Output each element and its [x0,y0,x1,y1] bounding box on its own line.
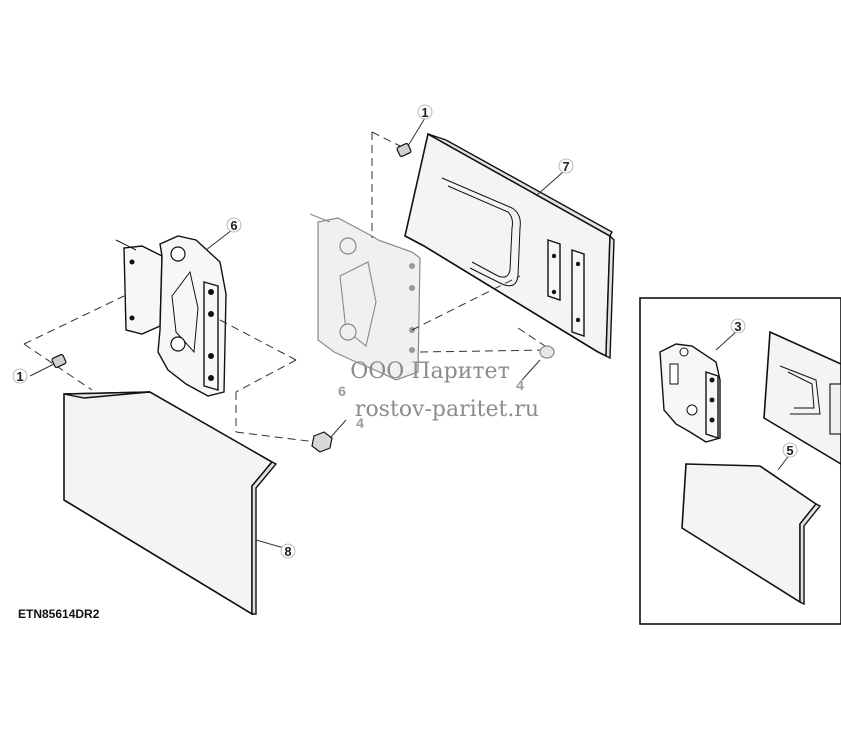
svg-text:5: 5 [786,443,793,458]
svg-text:1: 1 [16,369,23,384]
svg-text:4: 4 [356,415,364,431]
callout-1-left: 1 [12,368,28,384]
watermark: ООО Паритет rostov-paritet.ru [350,359,539,422]
svg-text:4: 4 [516,377,524,393]
washer-part-4-right [539,345,555,359]
callout-3-inset: 3 [730,318,746,334]
svg-text:6: 6 [230,218,237,233]
nut-part-1-top [396,142,412,158]
nut-part-4-center [311,431,333,453]
callout-4-right: 4 [516,377,524,393]
center-alignment-lines [371,131,549,353]
svg-text:7: 7 [562,159,569,174]
inset-detail-panel [639,297,841,625]
svg-text:6: 6 [338,383,346,399]
svg-text:1: 1 [421,105,428,120]
bracket-part-6-left [115,235,227,397]
leader-lines [29,117,791,549]
callout-6-left: 6 [226,217,242,233]
svg-text:3: 3 [734,319,741,334]
callout-8: 8 [280,543,296,559]
bracket-part-6-center [309,213,421,381]
svg-text:rostov-paritet.ru: rostov-paritet.ru [355,397,539,422]
shield-part-8 [63,391,278,616]
callout-4-center: 4 [356,415,364,431]
callout-6-center: 6 [338,383,346,399]
reference-code: ETN85614DR2 [18,607,100,621]
callout-7: 7 [558,158,574,174]
shield-part-7 [404,132,615,360]
callout-5-inset: 5 [782,442,798,458]
svg-text:ООО Паритет: ООО Паритет [350,359,510,384]
callout-1-top: 1 [417,104,433,120]
left-alignment-lines [23,295,317,443]
svg-text:8: 8 [284,544,291,559]
nut-part-1-left [51,353,67,369]
